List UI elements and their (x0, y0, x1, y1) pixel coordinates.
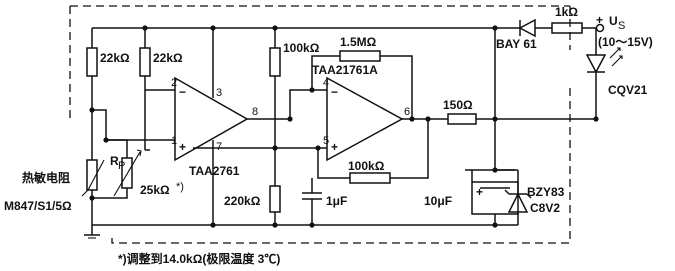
label-r7: 220kΩ (224, 194, 261, 208)
capacitor-c1 (302, 178, 322, 225)
label-rp-mark: *) (176, 181, 184, 193)
r4-wire-left (311, 55, 340, 90)
label-thermistor: 热敏电阻 (22, 170, 70, 185)
op2-minus-sign: − (331, 85, 338, 99)
label-supply-u-sub: S (618, 20, 625, 32)
label-zener-1: BZY83 (527, 185, 565, 199)
label-rp-value: 25kΩ (140, 183, 170, 197)
label-c1: 1μF (326, 194, 347, 208)
label-thermistor-part: M847/S1/5Ω (4, 199, 72, 213)
r4-wire-right (380, 55, 413, 119)
label-r4: 1.5MΩ (340, 35, 377, 49)
pin-op1-gnd: 7 (216, 141, 222, 153)
label-r3: 100kΩ (283, 41, 320, 55)
label-supply-range: (10～15V) (598, 35, 653, 49)
wire-r1-to-pot (92, 109, 128, 158)
label-c2: 10μF (424, 194, 452, 208)
pin-op1-out: 8 (252, 106, 258, 118)
resistor-r1 (86, 47, 98, 77)
op2-plus-sign: + (331, 140, 338, 154)
ground-symbol (84, 225, 100, 239)
label-led: CQV21 (608, 83, 648, 97)
diode-bay61 (518, 18, 536, 38)
pin-op1-noninv: 1 (171, 135, 177, 147)
zener-bzy83 (504, 169, 532, 226)
pin-op1-vplus: 3 (216, 87, 222, 99)
resistor-1k (551, 22, 583, 34)
wire-to-pin4 (289, 89, 327, 119)
resistor-r5 (349, 172, 391, 184)
label-supply-plus: + (596, 13, 603, 27)
resistor-r3 (269, 47, 281, 77)
pin-op1-inv: 2 (171, 77, 177, 89)
footnote: *)调整到14.0kΩ(极限温度 3℃) (118, 251, 280, 266)
op1-plus-sign: + (179, 140, 186, 154)
junction-dots (89, 25, 599, 228)
thermistor (81, 159, 105, 225)
label-diode: BAY 61 (496, 37, 537, 51)
label-opamp2: TAA21761A (312, 63, 378, 77)
capacitor-c2 (465, 169, 519, 225)
resistor-r6 (447, 113, 477, 125)
pin-op2-out: 6 (404, 106, 410, 118)
label-zener-2: C8V2 (530, 201, 560, 215)
pin-op2-inv: 4 (323, 77, 329, 89)
label-supply-u: U (609, 14, 618, 28)
resistor-r4 (339, 50, 381, 62)
c2-plus-sign: + (476, 185, 483, 199)
op1-minus-sign: − (179, 85, 186, 99)
r5-wire-left (317, 148, 350, 179)
label-rp-sub: P (118, 160, 125, 172)
pin-op2-noninv: 5 (323, 135, 329, 147)
opamp2-triangle (326, 76, 404, 162)
label-r8: 1kΩ (555, 5, 578, 19)
label-r5: 100kΩ (348, 159, 385, 173)
led-cqv21 (585, 28, 623, 118)
resistor-r7 (269, 185, 281, 213)
label-opamp1: TAA2761 (189, 164, 240, 178)
label-rp: R (110, 154, 119, 168)
label-r2: 22kΩ (153, 51, 183, 65)
r5-wire-right (390, 119, 429, 179)
opamp1-triangle (174, 76, 249, 162)
label-r1: 22kΩ (100, 51, 130, 65)
resistor-r2 (139, 47, 151, 77)
enclosure-border (69, 5, 571, 244)
label-r6: 150Ω (443, 98, 473, 112)
